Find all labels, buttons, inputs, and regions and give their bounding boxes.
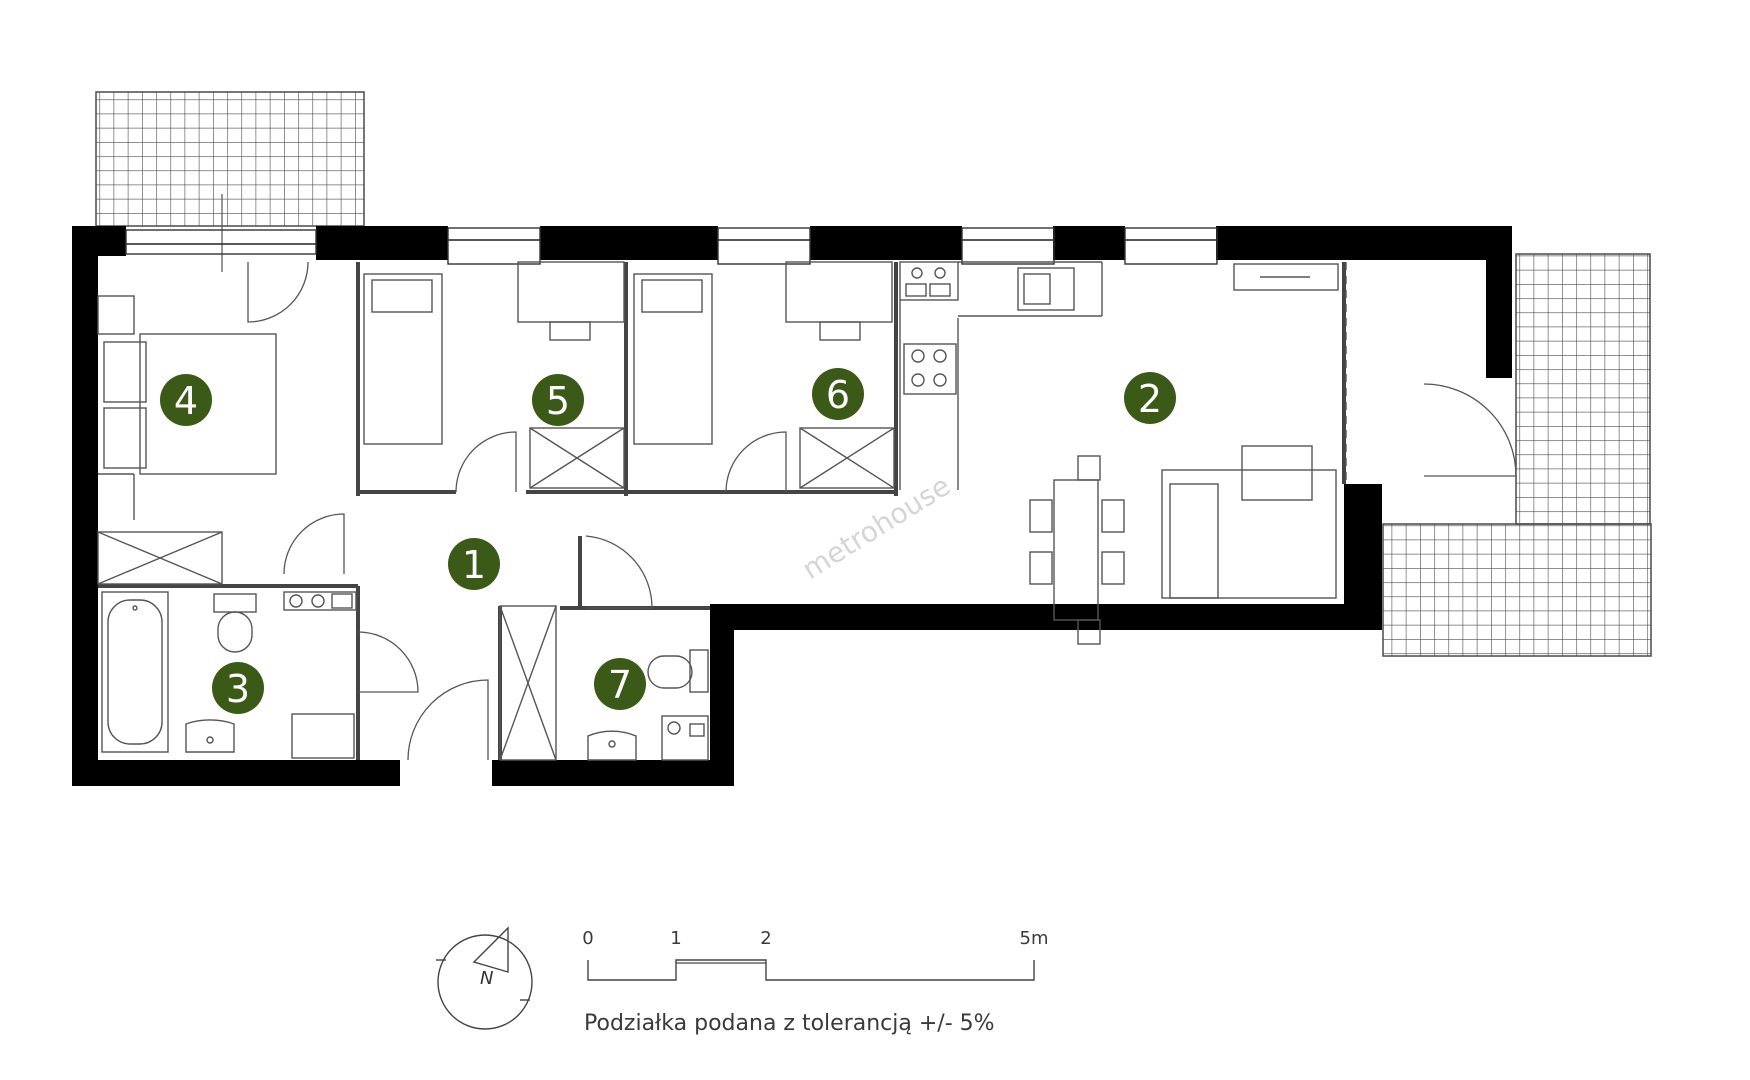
terrace-right-lower [1382,523,1652,657]
balcony-top-left [95,91,365,272]
room-badge-7: 7 [594,658,646,710]
furniture-room-3 [101,591,357,759]
room-badge-4: 4 [160,374,212,426]
watermark: metrohouse [796,469,956,586]
scale-bar: 0 1 2 5m Podziałka podana z tolerancją +… [582,928,1048,1036]
room-number: 2 [1138,377,1162,421]
room-number: 7 [608,663,632,707]
exterior-walls [72,226,1512,786]
room-number: 3 [226,667,250,711]
furniture-room-4 [97,295,277,585]
scale-tolerance-note: Podziałka podana z tolerancją +/- 5% [584,1011,995,1036]
room-badge-5: 5 [532,374,584,426]
terrace-right-upper [1515,253,1651,525]
windows [125,227,1218,265]
scale-tick-2: 2 [760,928,771,949]
scale-tick-0: 0 [582,928,593,949]
room-badge-2: 2 [1124,372,1176,424]
scale-tick-5m: 5m [1020,928,1049,949]
room-number: 6 [826,373,850,417]
room-badge-6: 6 [812,368,864,420]
door-swings [247,261,1517,761]
room-number: 5 [546,379,570,423]
room-number: 4 [174,379,198,423]
compass-north-icon: N [436,926,533,1030]
furniture-room-5 [363,261,625,489]
compass-label: N [480,968,493,989]
wardrobe-hall [499,605,557,761]
room-number: 1 [462,543,486,587]
room-badge-1: 1 [448,538,500,590]
furniture-room-2 [899,261,1347,645]
scale-tick-1: 1 [670,928,681,949]
furniture-room-7 [587,649,709,761]
room-badge-3: 3 [212,662,264,714]
furniture-room-6 [633,261,895,489]
